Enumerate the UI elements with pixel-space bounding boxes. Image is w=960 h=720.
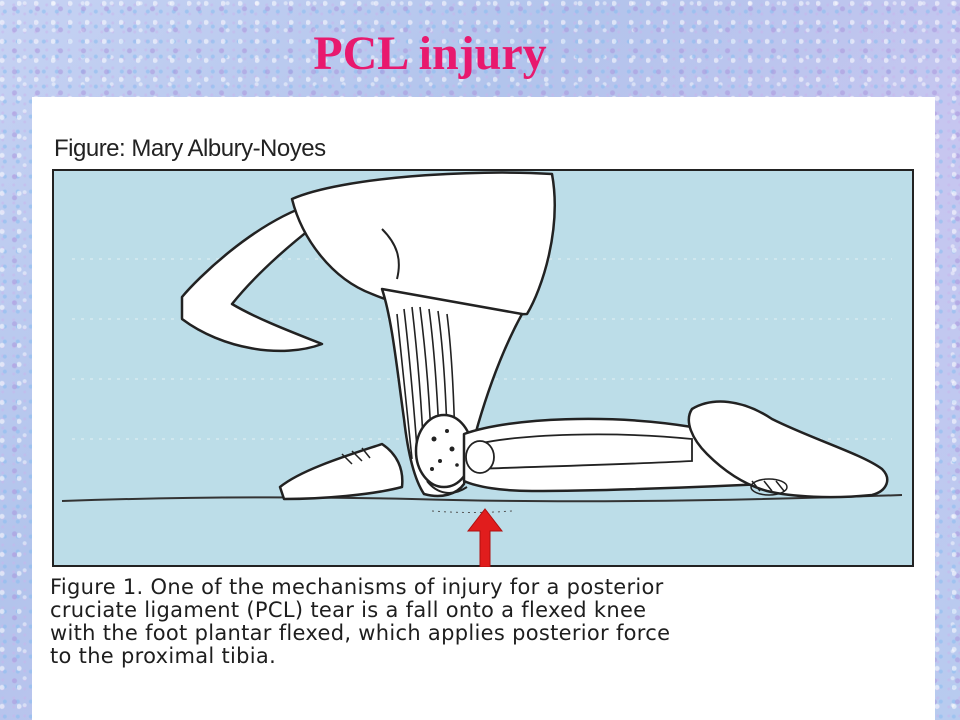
ground-line: [61, 494, 903, 503]
up-arrow-icon: [466, 508, 504, 567]
figure-credit: Figure: Mary Albury-Noyes: [54, 135, 326, 162]
figure-caption: Figure 1. One of the mechanisms of injur…: [50, 576, 915, 668]
caption-line: cruciate ligament (PCL) tear is a fall o…: [50, 598, 647, 622]
caption-line: to the proximal tibia.: [50, 644, 277, 668]
figure-panel: Figure: Mary Albury-Noyes: [32, 97, 935, 720]
shorts: [290, 171, 556, 316]
caption-line: Figure 1. One of the mechanisms of injur…: [50, 575, 664, 599]
left-shoe: [278, 442, 404, 501]
right-shoe: [687, 400, 889, 499]
slide-title: PCL injury: [313, 27, 547, 80]
knee-injury-illustration: [52, 169, 914, 567]
tibia: [476, 433, 693, 470]
caption-line: with the foot plantar flexed, which appl…: [50, 621, 671, 645]
raised-thigh: [180, 197, 354, 353]
